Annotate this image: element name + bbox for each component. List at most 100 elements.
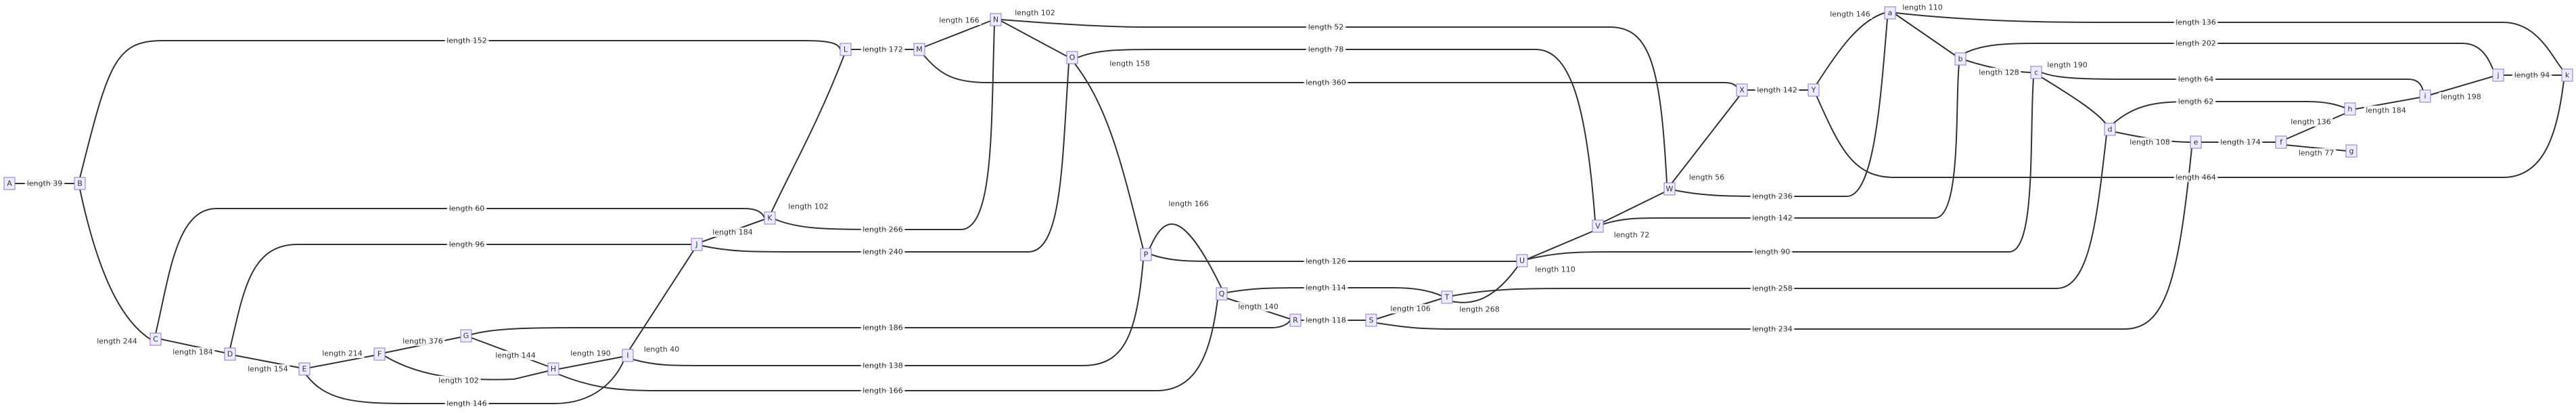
- edge-label-K-N: length 266: [862, 225, 903, 234]
- node-box-T: [1441, 290, 1453, 304]
- edge-label-G-H: length 144: [495, 351, 536, 360]
- edge-label-C-K: length 60: [449, 204, 485, 213]
- edge-label-bg-Y-k: [2174, 173, 2218, 182]
- edge-N-O: [1001, 20, 1067, 57]
- edge-B-L: [79, 40, 841, 179]
- edge-label-W-a: length 236: [1752, 192, 1793, 201]
- edge-label-e-f: length 174: [2220, 138, 2261, 147]
- node-T: T: [1441, 290, 1453, 304]
- node-f: f: [2275, 135, 2287, 149]
- edge-T-d: [1452, 134, 2107, 297]
- node-label-B: B: [77, 179, 83, 188]
- node-label-k: k: [2565, 71, 2570, 80]
- edge-c-d: [2040, 76, 2107, 125]
- node-C: C: [150, 332, 162, 346]
- node-label-e: e: [2194, 138, 2199, 147]
- edge-label-L-M: length 172: [862, 45, 903, 54]
- edge-label-E-I: length 146: [446, 399, 487, 408]
- node-label-U: U: [1519, 257, 1525, 265]
- edge-label-O-V: length 78: [1308, 45, 1344, 54]
- node-box-X: [1736, 83, 1748, 97]
- edge-label-H-Q: length 166: [862, 387, 903, 395]
- node-Y: Y: [1808, 83, 1820, 97]
- edge-M-X: [923, 54, 1739, 91]
- node-U: U: [1516, 254, 1528, 267]
- edge-N-W: [1001, 19, 1668, 184]
- node-box-k: [2561, 68, 2573, 82]
- edge-label-bg-A-B: [24, 179, 65, 188]
- edge-K-L: [770, 54, 845, 213]
- node-box-D: [224, 347, 236, 361]
- node-label-K: K: [767, 214, 773, 223]
- edge-label-J-O: length 240: [862, 248, 903, 257]
- edge-label-a-b: length 110: [1902, 3, 1943, 12]
- edge-label-bg-B-C: [95, 336, 139, 346]
- edge-label-bg-G-R: [860, 323, 905, 332]
- node-Q: Q: [1216, 287, 1228, 301]
- edges-layer: [15, 12, 2564, 404]
- edge-label-bg-W-X: [1686, 173, 1727, 182]
- node-box-Q: [1216, 287, 1228, 301]
- edge-label-F-G: length 376: [402, 337, 443, 346]
- edge-label-W-X: length 56: [1689, 173, 1725, 182]
- edge-label-bg-V-W: [1611, 230, 1652, 240]
- edge-label-h-i: length 184: [2366, 106, 2406, 115]
- node-box-F: [373, 347, 386, 361]
- edge-label-bg-C-D: [170, 347, 215, 357]
- edge-label-bg-H-I: [568, 349, 613, 358]
- node-box-H: [547, 362, 559, 376]
- edge-Y-k: [1816, 80, 2564, 178]
- node-label-C: C: [153, 335, 158, 344]
- node-S: S: [1365, 313, 1377, 327]
- edge-P-U: [1151, 254, 1517, 262]
- node-box-K: [764, 211, 776, 225]
- edge-label-P-U: length 126: [1306, 257, 1346, 266]
- node-label-f: f: [2280, 138, 2283, 147]
- edge-label-bg-B-L: [444, 36, 489, 45]
- node-X: X: [1736, 83, 1748, 97]
- edge-O-V: [1077, 49, 1596, 221]
- node-box-e: [2190, 135, 2202, 149]
- edge-label-bg-D-J: [446, 240, 487, 249]
- node-label-J: J: [695, 240, 697, 249]
- node-k: k: [2561, 68, 2573, 82]
- edge-label-bg-O-V: [1306, 45, 1346, 54]
- edge-label-bg-H-Q: [860, 386, 905, 395]
- edge-label-A-B: length 39: [27, 179, 63, 188]
- node-d: d: [2104, 123, 2116, 136]
- edge-label-S-T: length 106: [1390, 305, 1431, 313]
- edge-label-R-S: length 118: [1306, 316, 1346, 325]
- edge-E-I: [305, 360, 624, 404]
- edge-J-O: [702, 62, 1070, 253]
- node-a: a: [1884, 6, 1896, 20]
- node-label-G: G: [463, 332, 469, 341]
- node-box-Y: [1808, 83, 1820, 97]
- node-label-L: L: [844, 45, 848, 54]
- node-L: L: [840, 43, 852, 56]
- node-label-X: X: [1739, 86, 1745, 95]
- edge-label-bg-N-W: [1306, 22, 1346, 32]
- edge-label-j-k: length 94: [2514, 71, 2550, 80]
- edge-label-bg-Q-T: [1304, 283, 1348, 292]
- edge-label-bg-U-c: [1752, 247, 1793, 257]
- node-label-V: V: [1595, 222, 1601, 231]
- edge-label-bg-N-O: [1013, 8, 1057, 18]
- node-box-a: [1884, 6, 1896, 20]
- node-E: E: [298, 362, 310, 376]
- edge-label-bg-Q-R: [1236, 302, 1281, 311]
- node-box-R: [1289, 313, 1302, 327]
- edge-label-B-C: length 244: [97, 337, 137, 346]
- edge-label-U-V: length 110: [1535, 265, 1576, 274]
- node-box-b: [1954, 52, 1967, 66]
- node-label-d: d: [2108, 125, 2113, 134]
- node-label-A: A: [7, 179, 12, 188]
- node-G: G: [460, 329, 472, 343]
- edge-label-i-j: length 198: [2441, 93, 2481, 102]
- node-box-W: [1663, 182, 1676, 196]
- node-h: h: [2344, 102, 2356, 116]
- node-label-h: h: [2348, 105, 2353, 114]
- edge-label-bg-O-P: [1107, 59, 1152, 68]
- edge-W-a: [1674, 18, 1888, 197]
- edge-label-f-g: length 77: [2299, 149, 2334, 158]
